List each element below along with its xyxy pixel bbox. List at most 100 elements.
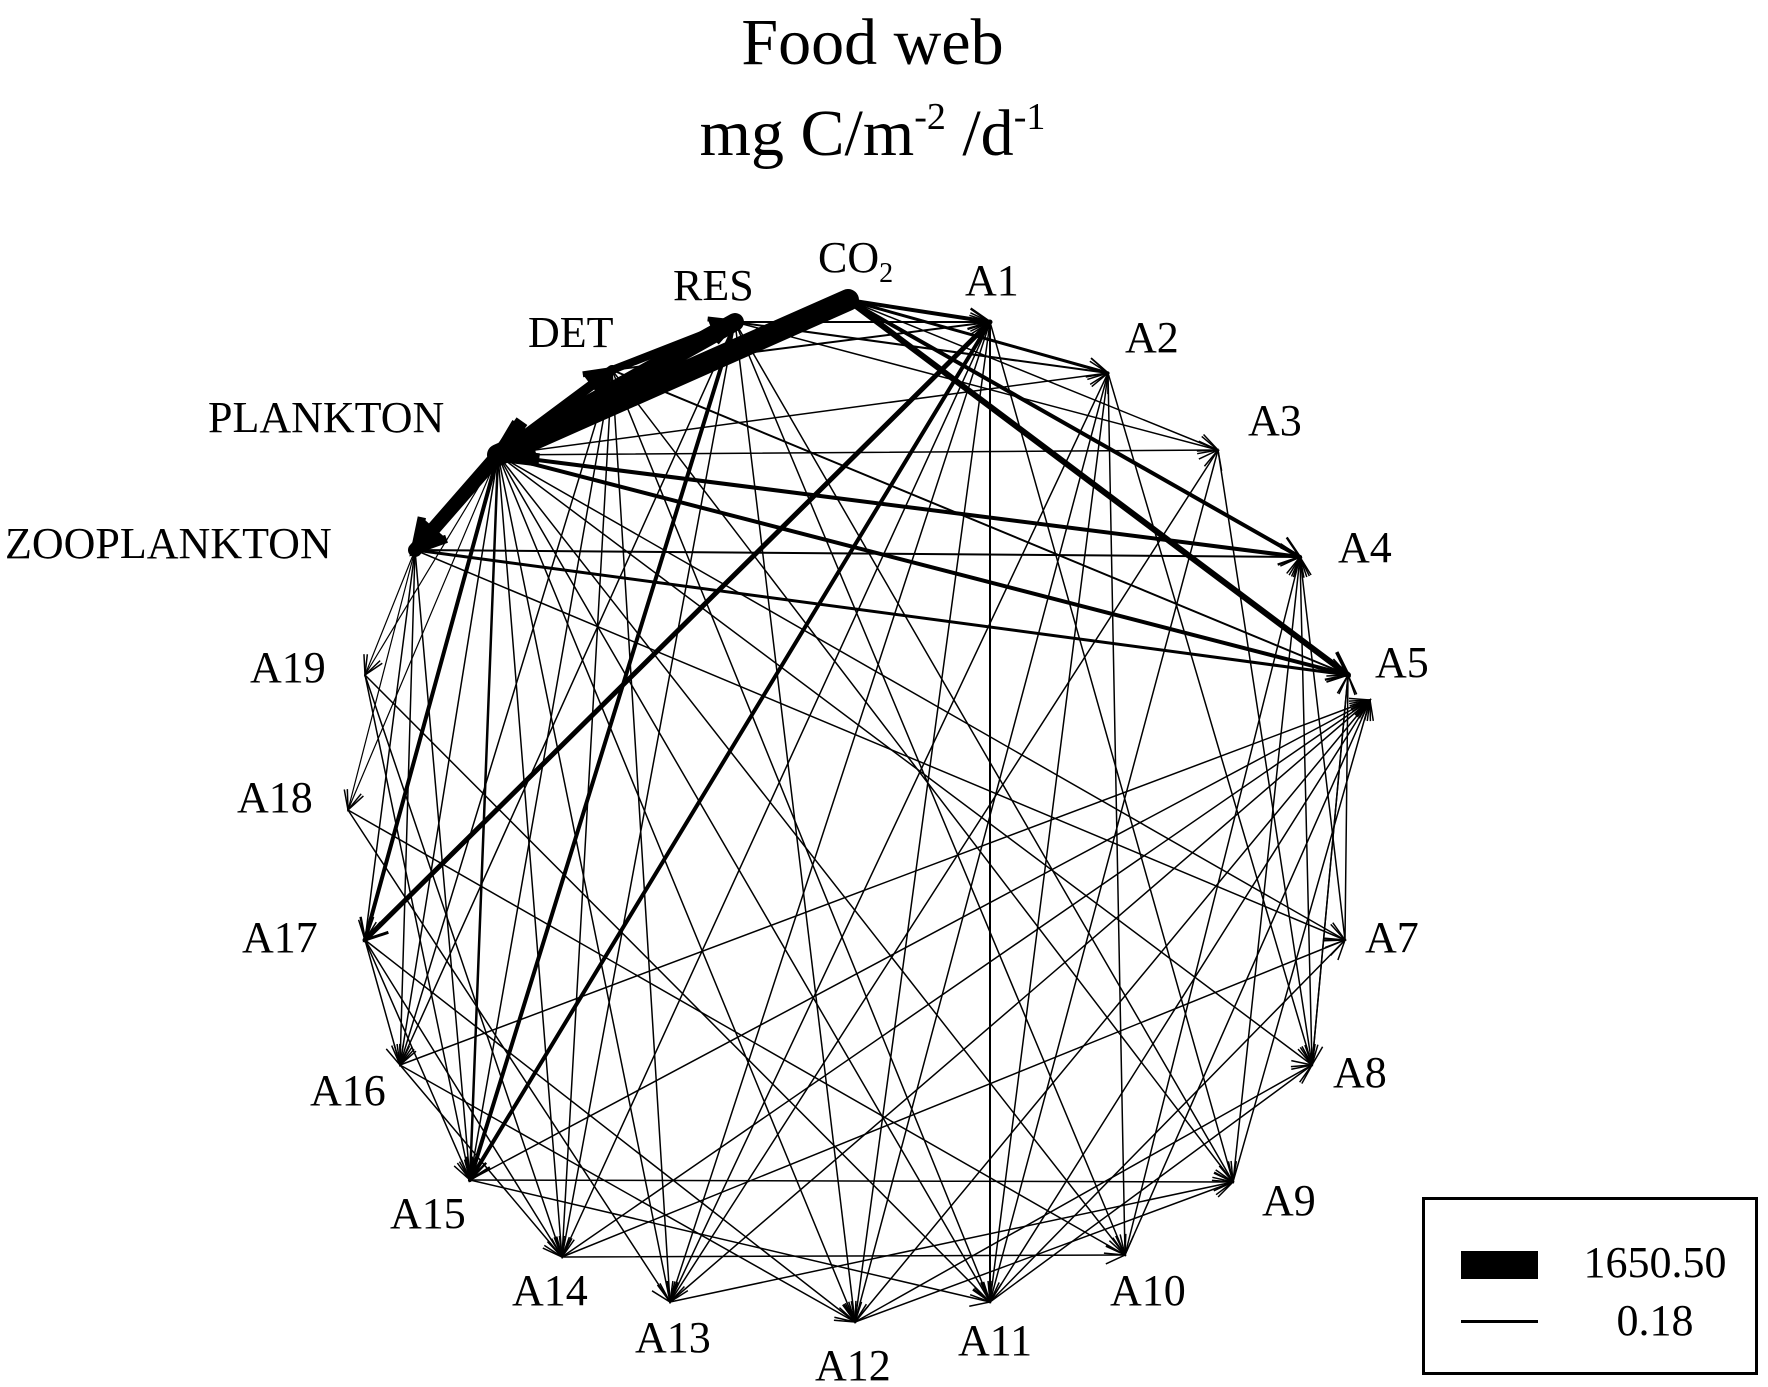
arrowhead-icon xyxy=(848,1301,868,1324)
node-label-det: DET xyxy=(528,308,614,357)
flow-edge xyxy=(611,369,991,1303)
arrowhead-icon xyxy=(1292,555,1312,578)
flow-edge xyxy=(989,939,1346,1303)
title-text: Food web xyxy=(741,6,1004,79)
flow-edge xyxy=(399,369,613,1066)
flow-edge xyxy=(364,549,416,941)
legend-row-min: 0.18 xyxy=(1425,1296,1755,1346)
flow-edge xyxy=(1299,556,1346,941)
node-label-a5: A5 xyxy=(1375,638,1429,687)
flow-edge xyxy=(669,321,991,1303)
arrowhead-icon xyxy=(972,1280,991,1304)
flow-edge xyxy=(363,453,500,942)
flow-edge xyxy=(669,449,1219,1303)
flow-edge xyxy=(364,549,416,676)
node-label-a16: A16 xyxy=(310,1066,386,1115)
flow-edge xyxy=(497,454,856,1323)
arrowhead-icon xyxy=(1336,673,1356,696)
flow-edge xyxy=(854,372,1109,1323)
flow-edge xyxy=(734,321,1109,374)
node-label-co2: CO2 xyxy=(818,233,893,289)
units-main: mg C/m xyxy=(699,97,915,170)
flow-edge xyxy=(414,549,1346,941)
arrowhead-icon xyxy=(1213,1172,1235,1192)
arrowhead-icon xyxy=(1105,1245,1127,1265)
diagram-units: mg C/m-2 /d-1 xyxy=(0,98,1745,167)
node-label-zooplankton: ZOOPLANKTON xyxy=(5,519,332,568)
flow-edge xyxy=(561,321,736,1258)
flow-edge xyxy=(469,1179,1234,1183)
flow-edge xyxy=(669,699,1371,1303)
flow-edge xyxy=(469,1179,991,1303)
legend: 1650.50 0.18 xyxy=(1422,1197,1758,1375)
flow-edge xyxy=(468,453,500,1182)
arrowhead-icon xyxy=(1355,698,1375,722)
node-label-a12: A12 xyxy=(815,1341,891,1387)
flow-edge xyxy=(364,939,471,1181)
flow-edge xyxy=(347,549,416,811)
flow-edge xyxy=(845,297,1351,678)
flow-edge xyxy=(347,809,671,1303)
flow-edge xyxy=(989,449,1219,1303)
flow-edge xyxy=(364,454,499,676)
flow-edge xyxy=(1344,674,1349,941)
node-label-a2: A2 xyxy=(1125,313,1179,362)
arrowhead-icon xyxy=(546,1235,566,1259)
node-label-a4: A4 xyxy=(1338,523,1392,572)
node-label-a13: A13 xyxy=(635,1313,711,1362)
node-label-a14: A14 xyxy=(512,1266,588,1315)
flow-edge xyxy=(413,548,1350,677)
node-label-a9: A9 xyxy=(1262,1176,1316,1225)
flow-edge xyxy=(399,1064,856,1323)
node-label-a3: A3 xyxy=(1248,396,1302,445)
flow-edge xyxy=(847,299,1219,451)
flow-edge xyxy=(846,298,1302,559)
flow-edge xyxy=(399,321,736,1066)
arrowhead-icon xyxy=(669,1280,689,1304)
flow-edge xyxy=(364,939,856,1323)
flow-edge xyxy=(989,321,1234,1183)
flow-edge xyxy=(1232,556,1301,1183)
flow-edge xyxy=(364,674,991,1303)
node-label-a15: A15 xyxy=(390,1189,466,1238)
legend-row-max: 1650.50 xyxy=(1425,1238,1755,1288)
flow-edge xyxy=(669,372,1109,1303)
node-label-a19: A19 xyxy=(250,643,326,692)
flow-edge xyxy=(1107,372,1126,1256)
flow-edge xyxy=(469,699,1371,1181)
flow-edge xyxy=(561,699,1371,1258)
node-label-a10: A10 xyxy=(1110,1266,1186,1315)
flow-edge xyxy=(1124,699,1371,1256)
flow-edge xyxy=(989,1064,1313,1303)
flow-edge xyxy=(1217,449,1313,1066)
flow-edge xyxy=(399,549,416,1066)
flow-edge xyxy=(846,298,992,324)
flow-edges xyxy=(343,289,1375,1324)
flow-edge xyxy=(561,321,991,1258)
flow-edge xyxy=(468,320,737,1182)
flow-edge xyxy=(414,549,1301,558)
diagram-title: Food web xyxy=(0,10,1745,76)
node-label-res: RES xyxy=(673,261,754,310)
flow-edge xyxy=(1107,372,1313,1066)
flow-edge xyxy=(611,369,1349,676)
units-exponent-time: -1 xyxy=(1013,96,1046,138)
legend-max-value: 1650.50 xyxy=(1583,1238,1727,1287)
flow-edge xyxy=(561,369,613,1258)
flow-edge xyxy=(1311,674,1349,1066)
legend-min-value: 0.18 xyxy=(1616,1296,1694,1345)
node-label-plankton: PLANKTON xyxy=(208,393,444,442)
flow-edge xyxy=(497,454,1346,941)
flow-edge xyxy=(734,321,1219,451)
flow-edge xyxy=(734,321,1126,1256)
node-label-a7: A7 xyxy=(1365,913,1419,962)
flow-edge xyxy=(989,699,1371,1303)
units-exponent-area: -2 xyxy=(914,96,946,138)
flow-edge xyxy=(669,1181,1234,1303)
flow-edge xyxy=(469,369,613,1181)
flow-edge xyxy=(611,321,991,371)
flow-edge xyxy=(1124,556,1301,1256)
units-mid: /d xyxy=(945,97,1014,170)
flow-edge xyxy=(611,369,1234,1183)
legend-thick-line-icon xyxy=(1461,1251,1538,1279)
